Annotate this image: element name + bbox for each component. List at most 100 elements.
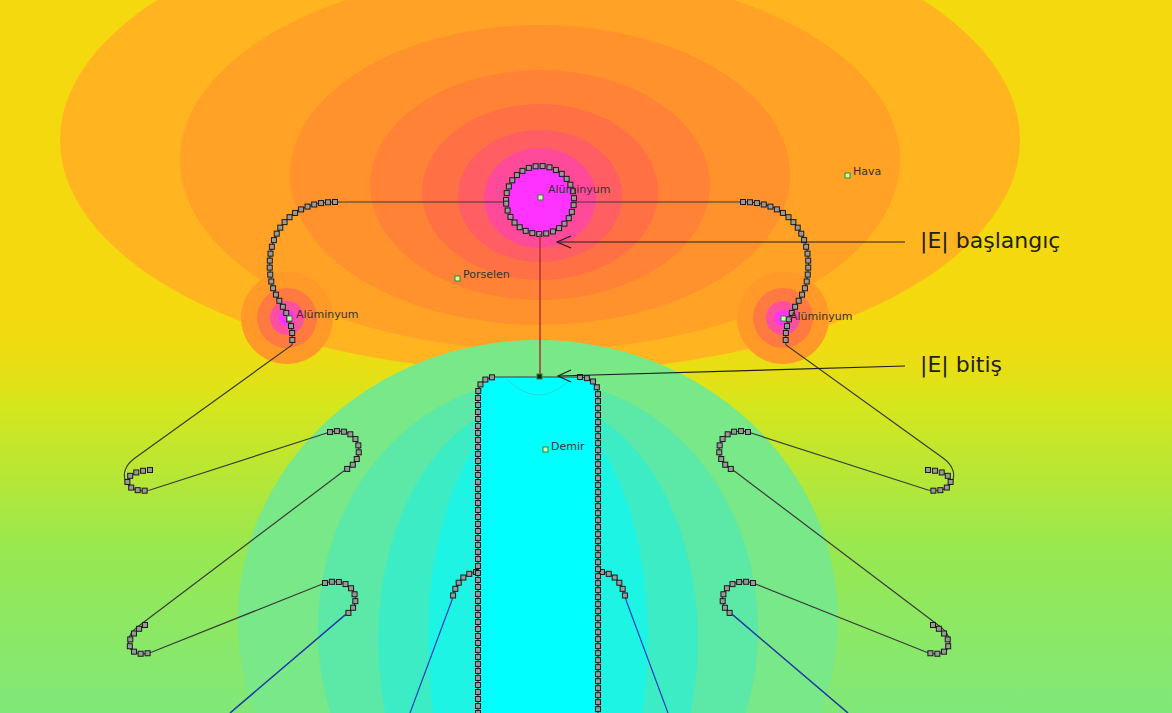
mesh-node: [780, 210, 785, 215]
mesh-node: [747, 200, 752, 205]
mesh-node: [596, 469, 601, 474]
mesh-node: [476, 564, 481, 569]
mesh-node: [737, 579, 742, 584]
mesh-node: [135, 488, 140, 493]
mesh-node: [802, 286, 807, 291]
mesh-node: [278, 225, 283, 230]
mesh-node: [476, 396, 481, 401]
mesh-node: [351, 605, 356, 610]
mesh-node: [352, 592, 357, 597]
iron-rod-cap: [508, 380, 570, 395]
mesh-node: [512, 220, 517, 225]
mesh-node: [268, 251, 273, 256]
mesh-node: [508, 214, 513, 219]
mesh-node: [476, 557, 481, 562]
mesh-node: [476, 501, 481, 506]
mesh-node: [476, 515, 481, 520]
contour: [238, 340, 838, 713]
mesh-node: [476, 578, 481, 583]
mesh-node: [547, 165, 552, 170]
mesh-node: [456, 580, 461, 585]
mesh-node: [717, 450, 722, 455]
mesh-node: [596, 490, 601, 495]
mesh-node: [476, 669, 481, 674]
mesh-node: [476, 389, 481, 394]
mesh-node: [596, 679, 601, 684]
mesh-node: [754, 201, 759, 206]
region-marker: [543, 447, 548, 452]
mesh-node: [476, 445, 481, 450]
mesh-node: [946, 644, 951, 649]
mesh-node: [590, 379, 595, 384]
measure-end: [537, 374, 542, 379]
mesh-node: [142, 488, 147, 493]
mesh-node: [350, 462, 355, 467]
mesh-node: [620, 586, 625, 591]
mesh-node: [476, 410, 481, 415]
mesh-node: [476, 641, 481, 646]
mesh-node: [932, 468, 937, 473]
porcelain-inner-line: [733, 615, 848, 713]
mesh-node: [945, 637, 950, 642]
mesh-node: [938, 488, 943, 493]
mesh-node: [271, 286, 276, 291]
mesh-node: [739, 429, 744, 434]
mesh-node: [346, 610, 351, 615]
leader-lines: [557, 236, 905, 382]
mesh-node: [596, 553, 601, 558]
mesh-node: [596, 644, 601, 649]
mesh-node: [476, 697, 481, 702]
mesh-node: [505, 208, 510, 213]
mesh-node: [476, 536, 481, 541]
mesh-node: [596, 658, 601, 663]
mesh-node: [596, 406, 601, 411]
region-label: Alüminyum: [548, 184, 611, 197]
mesh-node: [596, 581, 601, 586]
region-markers: [287, 173, 850, 452]
mesh-node: [476, 634, 481, 639]
mesh-node: [290, 337, 295, 342]
mesh-node: [504, 191, 509, 196]
mesh-node: [132, 649, 137, 654]
mesh-node: [476, 543, 481, 548]
mesh-node: [596, 539, 601, 544]
mesh-node: [476, 522, 481, 527]
mesh-node: [277, 298, 282, 303]
mesh-node: [564, 176, 569, 181]
mesh-node: [596, 693, 601, 698]
mesh-node: [483, 377, 488, 382]
mesh-node: [723, 462, 728, 467]
mesh-node: [720, 437, 725, 442]
mesh-node: [476, 508, 481, 513]
mesh-node: [540, 164, 545, 169]
mesh-node: [289, 324, 294, 329]
mesh-node: [138, 651, 143, 656]
mesh-node: [451, 593, 456, 598]
mesh-node: [795, 225, 800, 230]
mesh-node: [596, 686, 601, 691]
mesh-node: [476, 466, 481, 471]
mesh-node: [596, 532, 601, 537]
mesh-node: [510, 178, 515, 183]
mesh-node: [724, 586, 729, 591]
mesh-node: [476, 620, 481, 625]
mesh-node: [931, 623, 936, 628]
mesh-node: [290, 330, 295, 335]
mesh-node: [596, 700, 601, 705]
mesh-node: [784, 324, 789, 329]
mesh-node: [476, 494, 481, 499]
mesh-node: [299, 207, 304, 212]
mesh-node: [550, 229, 555, 234]
mesh-node: [478, 382, 483, 387]
mesh-node: [596, 665, 601, 670]
mesh-node: [596, 672, 601, 677]
mesh-node: [504, 201, 509, 206]
mesh-node: [806, 265, 811, 270]
mesh-node: [596, 595, 601, 600]
mesh-node: [267, 265, 272, 270]
mesh-node: [557, 226, 562, 231]
mesh-node: [353, 599, 358, 604]
mesh-node: [274, 231, 279, 236]
mesh-node: [341, 429, 346, 434]
iron-outline: [478, 377, 598, 713]
